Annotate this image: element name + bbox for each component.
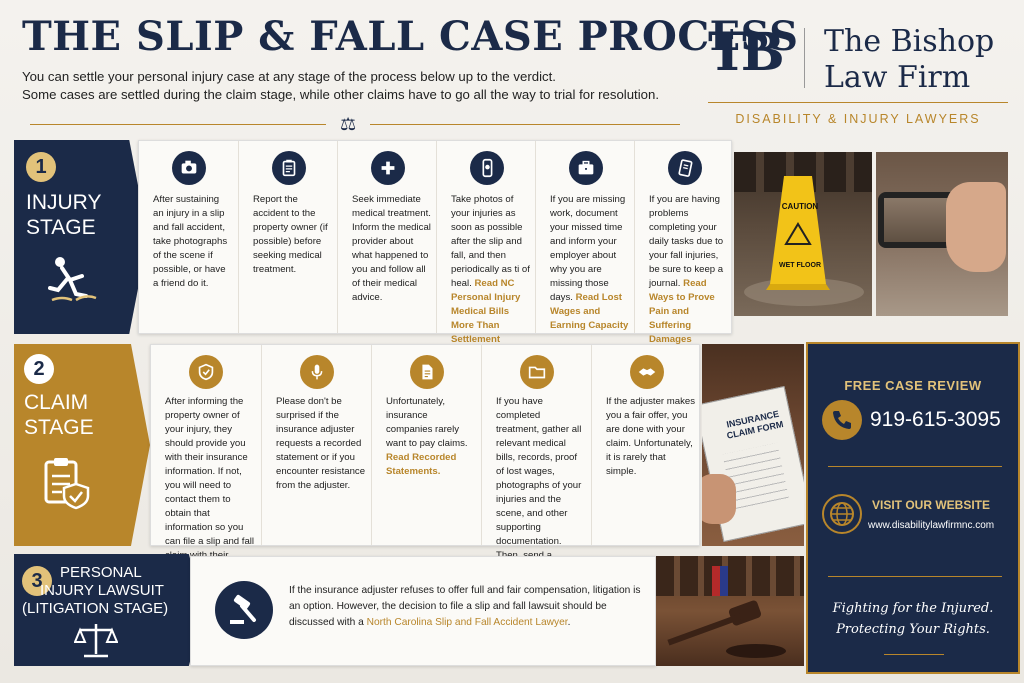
website-link[interactable]: www.disabilitylawfirmnc.com: [868, 520, 995, 531]
stage-3-title-line-2: INJURY LAWSUIT: [40, 582, 164, 599]
phone-icon: [822, 400, 862, 440]
globe-icon: [822, 494, 862, 534]
document-icon: [410, 355, 444, 389]
firm-name-line-1: The Bishop: [824, 24, 995, 59]
claim-step-3: Unfortunately, insurance companies rarel…: [371, 345, 481, 545]
review-heading: FREE CASE REVIEW: [844, 378, 982, 393]
scales-icon: [74, 624, 118, 658]
medical-cross-icon: [370, 151, 405, 185]
injury-step-body: Seek immediate medical treatment. Inform…: [352, 194, 431, 303]
stage-2-number: 2: [24, 354, 54, 384]
stage-1-label: 1 INJURY STAGE: [26, 152, 136, 309]
intro-text: You can settle your personal injury case…: [22, 68, 702, 104]
slogan-line-2: Protecting Your Rights.: [836, 622, 990, 637]
folder-icon: [520, 355, 554, 389]
injury-step-2: Report the accident to the property owne…: [238, 141, 337, 333]
injury-step-body: Report the accident to the property owne…: [253, 194, 328, 275]
injury-step-3: Seek immediate medical treatment. Inform…: [337, 141, 436, 333]
monogram-logo: TB: [708, 22, 785, 83]
gavel-icon: [215, 581, 273, 639]
stage-3-end: .: [567, 617, 571, 628]
gavel-photo: [656, 556, 804, 666]
claim-step-text: Unfortunately, insurance companies rarel…: [386, 395, 476, 479]
injury-step-body: If you are having problems completing yo…: [649, 194, 724, 289]
camera-icon: [171, 151, 206, 185]
injury-step-link[interactable]: Read Ways to Prove Pain and Suffering Da…: [649, 278, 715, 345]
lawyer-link[interactable]: North Carolina Slip and Fall Accident La…: [366, 617, 568, 628]
claim-step-body: Please don't be surprised if the insuran…: [276, 396, 366, 491]
injury-step-text: Report the accident to the property owne…: [253, 193, 332, 277]
injury-step-link[interactable]: Read Lost Wages and Earning Capacity: [550, 292, 629, 331]
briefcase-icon: [568, 151, 603, 185]
injury-step-text: If you are missing work, document your m…: [550, 193, 629, 333]
claim-step-2: Please don't be surprised if the insuran…: [261, 345, 371, 545]
caution-sign-label: CAUTION: [774, 202, 826, 211]
stage-2-label: 2 CLAIM STAGE: [24, 354, 134, 515]
intro-line-2: Some cases are settled during the claim …: [22, 87, 659, 102]
case-review-box: FREE CASE REVIEW 919-615-3095 VISIT OUR …: [806, 342, 1020, 674]
stage-3-body: If the insurance adjuster refuses to off…: [289, 585, 641, 628]
stage-2-title-line-2: STAGE: [24, 416, 94, 439]
stage-1-title-line-1: INJURY: [26, 191, 102, 214]
brand-logo[interactable]: TB The Bishop Law Firm DISABILITY & INJU…: [708, 20, 1008, 132]
phone-icon: [469, 151, 504, 185]
firm-tagline: DISABILITY & INJURY LAWYERS: [735, 112, 981, 126]
caution-sign-line-2: WET FLOOR: [779, 262, 821, 269]
stage-3-title-line-3: (LITIGATION STAGE): [22, 600, 169, 617]
injury-step-5: If you are missing work, document your m…: [535, 141, 634, 333]
stage-1-panel: After sustaining an injury in a slip and…: [138, 140, 733, 345]
injury-step-4: Take photos of your injuries as soon as …: [436, 141, 535, 345]
injury-step-text: Seek immediate medical treatment. Inform…: [352, 193, 431, 305]
phone-photo: [876, 152, 1008, 316]
shield-icon: [189, 355, 223, 389]
claim-step-link[interactable]: Read Recorded Statements.: [386, 452, 457, 477]
firm-name: The Bishop Law Firm: [824, 24, 994, 96]
firm-name-line-2: Law Firm: [824, 60, 971, 95]
header: THE SLIP & FALL CASE PROCESS You can set…: [22, 13, 799, 104]
claim-step-body: After informing the property owner of yo…: [165, 396, 255, 575]
handshake-icon: [630, 355, 664, 389]
claim-step-body: Unfortunately, insurance companies rarel…: [386, 396, 468, 449]
stage-3-text: If the insurance adjuster refuses to off…: [289, 583, 649, 631]
claim-step-4: If you have completed treatment, gather …: [481, 345, 591, 589]
injury-step-body: After sustaining an injury in a slip and…: [153, 194, 228, 289]
injury-step-text: Take photos of your injuries as soon as …: [451, 193, 530, 347]
claim-step-5: If the adjuster makes you a fair offer, …: [591, 345, 701, 545]
claim-step-text: After informing the property owner of yo…: [165, 395, 255, 577]
slogan-line-1: Fighting for the Injured.: [832, 601, 994, 616]
stage-3-title-line-1: PERSONAL: [60, 564, 142, 581]
stage-3-panel: If the insurance adjuster refuses to off…: [190, 556, 656, 666]
header-divider: ⚖: [30, 114, 680, 134]
injury-step-text: If you are having problems completing yo…: [649, 193, 728, 347]
page-title: THE SLIP & FALL CASE PROCESS: [22, 13, 799, 60]
phone-number[interactable]: 919-615-3095: [870, 408, 1001, 431]
journal-icon: [667, 151, 702, 185]
wet-floor-photo: CAUTION WET FLOOR: [734, 152, 872, 316]
claim-step-text: If the adjuster makes you a fair offer, …: [606, 395, 696, 479]
clipboard-icon: [271, 151, 306, 185]
microphone-icon: [300, 355, 334, 389]
claim-clipboard-icon: [44, 458, 90, 510]
injury-step-6: If you are having problems completing yo…: [634, 141, 733, 345]
injury-step-body: Take photos of your injuries as soon as …: [451, 194, 530, 289]
slogan: Fighting for the Injured. Protecting You…: [808, 598, 1018, 640]
stage-2-title-line-1: CLAIM: [24, 391, 89, 414]
intro-line-1: You can settle your personal injury case…: [22, 69, 556, 84]
claim-step-body: If the adjuster makes you a fair offer, …: [606, 396, 696, 477]
injury-step-text: After sustaining an injury in a slip and…: [153, 193, 232, 291]
slipping-person-icon: [48, 257, 97, 302]
stage-2-panel: After informing the property owner of yo…: [150, 344, 701, 589]
website-heading: VISIT OUR WEBSITE: [872, 498, 991, 512]
stage-1-title-line-2: STAGE: [26, 216, 96, 239]
claim-step-1: After informing the property owner of yo…: [151, 345, 261, 575]
injury-step-1: After sustaining an injury in a slip and…: [139, 141, 238, 333]
stage-1-number: 1: [26, 152, 56, 182]
caution-sign-line-1: CAUTION: [781, 202, 819, 211]
injury-step-link[interactable]: Read NC Personal Injury Medical Bills Mo…: [451, 278, 521, 345]
insurance-form-photo: INSURANCE CLAIM FORM: [702, 344, 804, 546]
injury-step-body: If you are missing work, document your m…: [550, 194, 626, 303]
claim-step-text: Please don't be surprised if the insuran…: [276, 395, 366, 493]
stage-3-number: 3: [22, 566, 52, 596]
scales-of-justice-icon: ⚖: [340, 114, 357, 134]
